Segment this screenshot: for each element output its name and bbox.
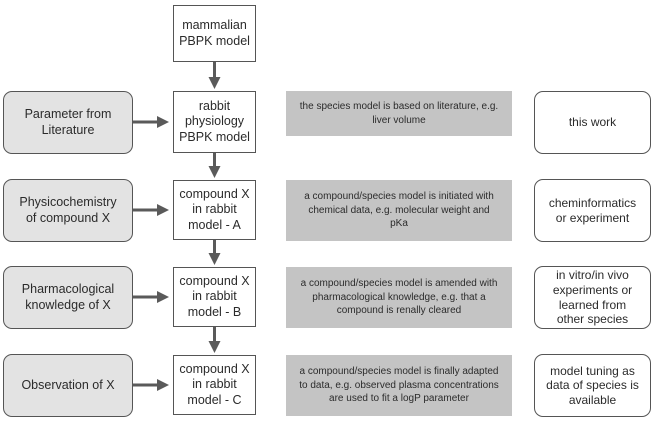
rabbit-physiology-box: rabbit physiology PBPK model xyxy=(173,91,256,153)
compound-initiation-note: a compound/species model is initiated wi… xyxy=(286,180,512,241)
species-model-note: the species model is based on literature… xyxy=(286,91,512,136)
compound-model-c-box: compound X in rabbit model - C xyxy=(173,355,256,415)
pharmacological-knowledge-box: Pharmacological knowledge of X xyxy=(3,266,133,329)
cheminformatics-box: cheminformatics or experiment xyxy=(534,179,651,242)
this-work-box: this work xyxy=(534,91,651,154)
compound-model-b-box: compound X in rabbit model - B xyxy=(173,267,256,327)
compound-model-a-box: compound X in rabbit model - A xyxy=(173,180,256,240)
observation-box: Observation of X xyxy=(3,354,133,417)
mammalian-pbpk-box: mammalian PBPK model xyxy=(173,5,256,62)
in-vitro-in-vivo-box: in vitro/in vivo experiments or learned … xyxy=(534,266,651,329)
parameter-from-literature-box: Parameter from Literature xyxy=(3,91,133,154)
physicochemistry-box: Physicochemistry of compound X xyxy=(3,179,133,242)
pharmacological-amendment-note: a compound/species model is amended with… xyxy=(286,267,512,328)
model-adaptation-note: a compound/species model is finally adap… xyxy=(286,355,512,416)
model-tuning-box: model tuning as data of species is avail… xyxy=(534,354,651,417)
